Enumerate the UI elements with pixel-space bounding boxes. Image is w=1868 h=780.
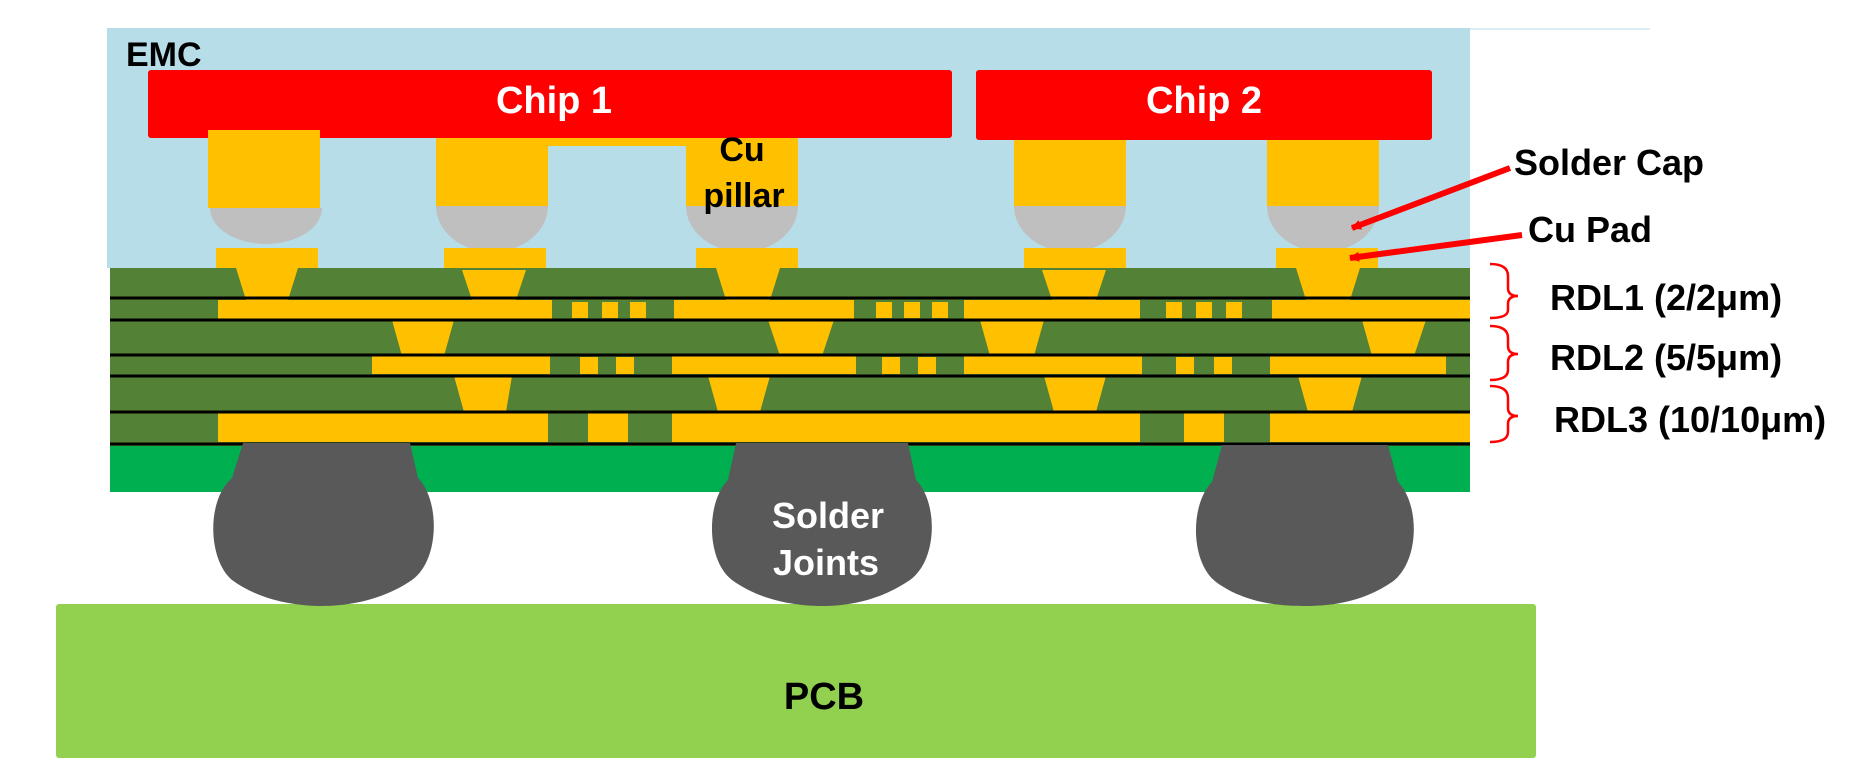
- cu-pillar-label-line1: Cu: [719, 131, 764, 169]
- rdl3-trace: [1270, 412, 1470, 442]
- cu-pillar: [1014, 140, 1126, 208]
- rdl2-label: RDL2 (5/5μm): [1550, 337, 1782, 378]
- solder-cap: [1267, 206, 1379, 252]
- solder-cap-arrow: [1350, 165, 1512, 231]
- rdl3-trace: [672, 412, 1140, 442]
- cu-pad: [1024, 248, 1126, 268]
- rdl3-label: RDL3 (10/10μm): [1554, 399, 1826, 440]
- rdl3-trace: [588, 412, 628, 442]
- cu-pad-label: Cu Pad: [1528, 209, 1652, 250]
- cu-pillar: [548, 138, 688, 146]
- rdl1-trace: [876, 302, 892, 318]
- rdl2-via: [392, 320, 454, 356]
- solder-cap: [686, 206, 798, 252]
- chip-2-label: Chip 2: [1146, 80, 1262, 122]
- rdl1-trace: [1196, 302, 1212, 318]
- cu-pillar: [436, 138, 548, 208]
- rdl3-trace: [1184, 412, 1224, 442]
- solder-joints: [213, 443, 1414, 606]
- rdl1-trace: [964, 300, 1140, 320]
- rdl1-via: [1296, 268, 1360, 300]
- rdl1-via: [462, 270, 526, 300]
- emc-top-edge: [1470, 28, 1650, 30]
- rdl-brackets: [1489, 262, 1519, 444]
- pcb-label: PCB: [784, 676, 864, 718]
- rdl2-trace: [964, 356, 1142, 374]
- pcb: [56, 604, 1536, 758]
- solder-joints-label-line2: Joints: [773, 542, 879, 583]
- rdl2-via: [768, 320, 834, 356]
- emc-label: EMC: [126, 36, 202, 74]
- rdl3-via: [708, 376, 770, 412]
- chip-1: [148, 70, 952, 138]
- rdl1-trace: [1226, 302, 1242, 318]
- rdl2-trace: [580, 357, 598, 374]
- solder-joint: [711, 443, 932, 606]
- cu-pad-arrow: [1349, 232, 1523, 262]
- rdl1-trace: [932, 302, 948, 318]
- cu-pad: [444, 248, 546, 268]
- rdl2-via: [980, 320, 1044, 356]
- rdl1-label: RDL1 (2/2μm): [1550, 277, 1782, 318]
- rdl2-trace: [1270, 356, 1446, 374]
- rdl3-bracket: [1489, 384, 1519, 444]
- rdl2-trace: [672, 356, 856, 374]
- cu-pillar: [1267, 140, 1379, 208]
- solder-joint: [1195, 445, 1414, 606]
- cu-pad: [696, 248, 798, 268]
- rdl2-trace: [1214, 357, 1232, 374]
- rdl2-metal: [372, 320, 1446, 374]
- cu-pillar-label-line2: pillar: [703, 177, 784, 215]
- rdl2-trace: [372, 356, 550, 374]
- rdl1-trace: [602, 302, 618, 318]
- rdl1-via: [236, 268, 298, 300]
- rdl1-trace: [630, 302, 646, 318]
- cu-pillars: [208, 130, 1379, 208]
- rdl3-via: [454, 376, 512, 412]
- rdl3-metal: [218, 376, 1470, 442]
- cu-pads: [216, 248, 1378, 268]
- rdl1-via: [1042, 270, 1106, 300]
- rdl2-via: [1362, 320, 1426, 356]
- solder-caps: [210, 206, 1379, 252]
- cu-pillar: [686, 138, 798, 208]
- cu-pad: [216, 248, 318, 268]
- rdl3-via: [1044, 376, 1106, 412]
- rdl3-trace: [218, 412, 548, 442]
- rdl1-bracket: [1489, 262, 1519, 320]
- rdl1-trace: [572, 302, 588, 318]
- solder-joints-label-line1: Solder: [772, 495, 884, 536]
- rdl1-trace: [674, 300, 854, 320]
- rdl2-trace: [882, 357, 900, 374]
- rdl1-trace: [218, 300, 552, 320]
- rdl1-via: [716, 268, 780, 300]
- cu-pillar: [208, 130, 320, 208]
- chip-2: [976, 70, 1432, 140]
- solder-cap: [210, 208, 322, 244]
- rdl1-trace: [904, 302, 920, 318]
- solder-cap-label: Solder Cap: [1514, 142, 1704, 183]
- solder-cap: [1014, 206, 1126, 252]
- rdl2-trace: [918, 357, 936, 374]
- rdl3-via: [1298, 376, 1362, 412]
- rdl1-metal: [218, 268, 1470, 320]
- rdl2-trace: [616, 357, 634, 374]
- rdl2-bracket: [1489, 324, 1519, 382]
- solder-cap: [436, 206, 548, 252]
- rdl2-trace: [1176, 357, 1194, 374]
- solder-joint: [213, 443, 434, 606]
- rdl1-trace: [1166, 302, 1182, 318]
- chip-1-label: Chip 1: [496, 80, 612, 122]
- rdl1-trace: [1272, 300, 1470, 320]
